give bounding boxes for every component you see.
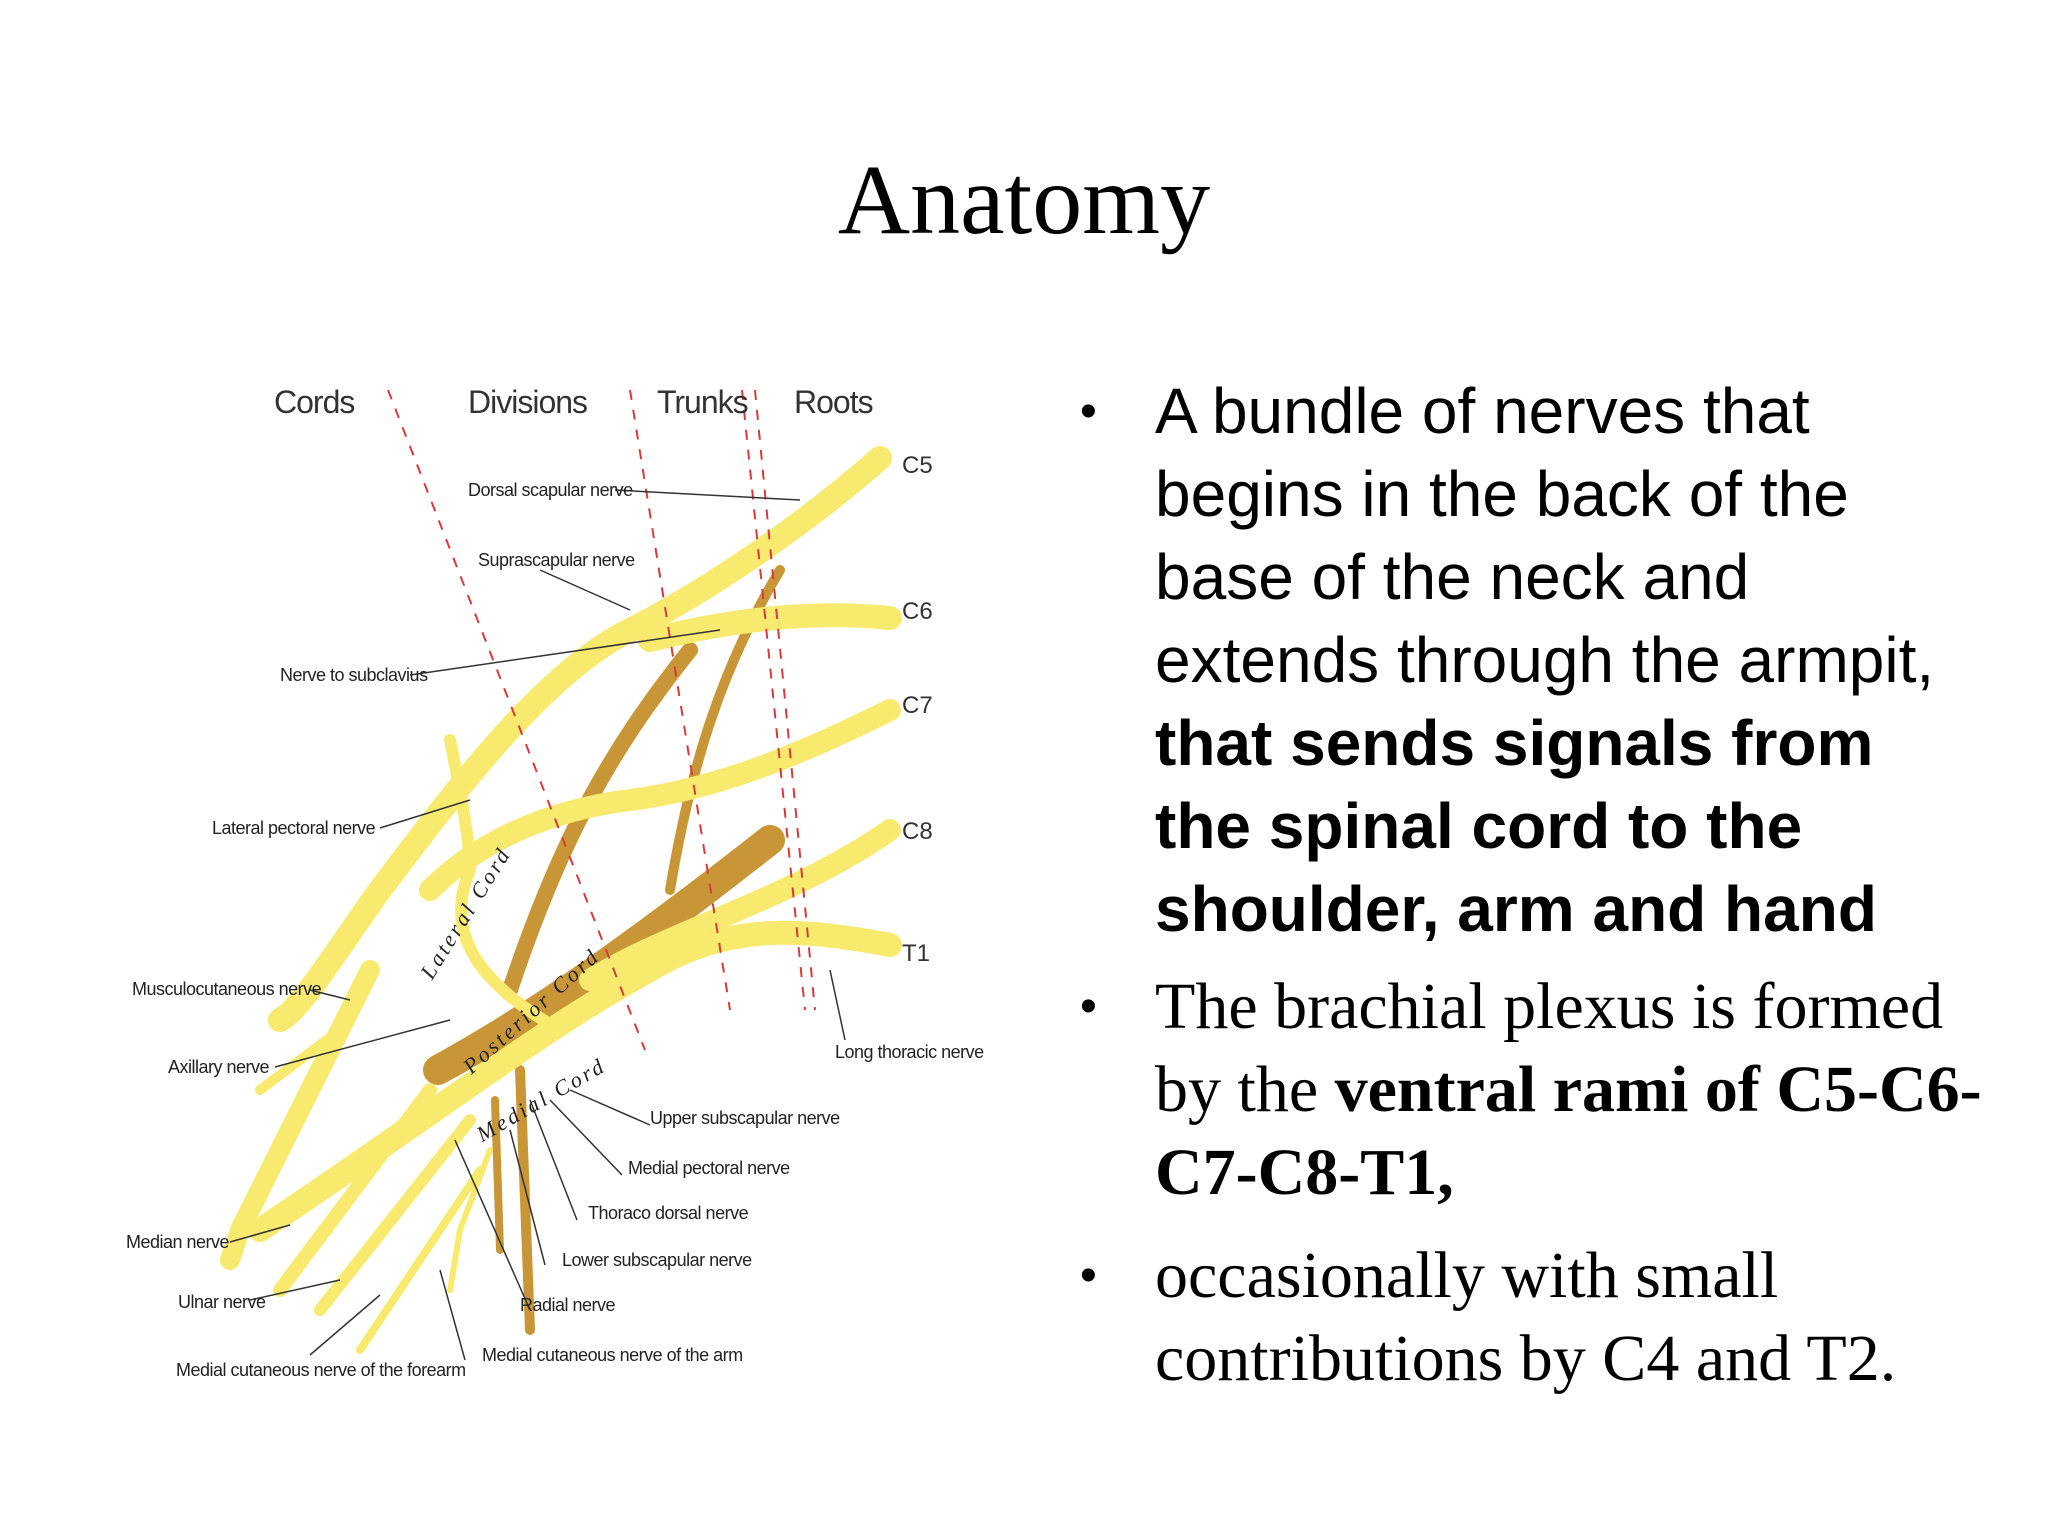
label-upper-subscapular: Upper subscapular nerve (650, 1108, 840, 1128)
label-dorsal-scapular: Dorsal scapular nerve (468, 480, 633, 500)
header-cords: Cords (274, 384, 355, 420)
bullet-dot: • (1080, 980, 1097, 1033)
bullet-bold-text: ventral rami of C5-C6-C7-C8-T1, (1155, 1053, 1982, 1209)
bullet-bold-text: that sends signals from the spinal cord … (1155, 707, 1877, 945)
bullet-item: • occasionally with small contributions b… (1065, 1234, 1985, 1400)
bullet-text: A bundle of nerves that begins in the ba… (1155, 375, 1935, 696)
bullet-text: occasionally with small contributions by… (1155, 1239, 1897, 1395)
label-long-thoracic: Long thoracic nerve (835, 1042, 984, 1062)
nerve-trunks (220, 446, 902, 1354)
bullet-list: • A bundle of nerves that begins in the b… (1065, 370, 1985, 1400)
header-roots: Roots (794, 384, 874, 420)
label-musculocutaneous: Musculocutaneous nerve (132, 979, 322, 999)
label-lateral-pectoral: Lateral pectoral nerve (212, 818, 376, 838)
brachial-plexus-illustration (220, 389, 902, 1361)
leader-lines (229, 489, 846, 1361)
label-thoracodorsal: Thoraco dorsal nerve (588, 1203, 749, 1223)
bullet-text: The brachial plexus is formed by the (1155, 970, 1944, 1126)
root-c6: C6 (902, 598, 933, 625)
label-lower-subscapular: Lower subscapular nerve (562, 1250, 752, 1270)
label-radial: Radial nerve (520, 1295, 616, 1315)
label-suprascapular: Suprascapular nerve (478, 550, 635, 570)
brachial-plexus-diagram: Cords Divisions Trunks Roots C5 C6 C7 C8… (110, 370, 1010, 1410)
bullet-dot: • (1080, 1249, 1097, 1302)
root-c7: C7 (902, 692, 933, 719)
label-axillary: Axillary nerve (168, 1057, 270, 1077)
root-t1: T1 (902, 940, 931, 967)
slide-title: Anatomy (837, 144, 1211, 255)
root-c5: C5 (902, 452, 933, 479)
label-median: Median nerve (126, 1232, 230, 1252)
section-dividers (387, 389, 816, 1051)
bullet-dot: • (1080, 385, 1097, 438)
header-trunks: Trunks (657, 384, 749, 420)
bullet-item: • The brachial plexus is formed by the ve… (1065, 965, 1985, 1214)
label-subclavius: Nerve to subclavius (280, 665, 428, 685)
header-divisions: Divisions (468, 384, 588, 420)
label-ulnar: Ulnar nerve (178, 1292, 266, 1312)
root-c8: C8 (902, 818, 933, 845)
label-medial-cut-arm: Medial cutaneous nerve of the arm (482, 1345, 743, 1365)
bullet-item: • A bundle of nerves that begins in the b… (1065, 370, 1985, 951)
label-medial-pectoral: Medial pectoral nerve (628, 1158, 790, 1178)
label-medial-cut-forearm: Medial cutaneous nerve of the forearm (176, 1360, 466, 1380)
